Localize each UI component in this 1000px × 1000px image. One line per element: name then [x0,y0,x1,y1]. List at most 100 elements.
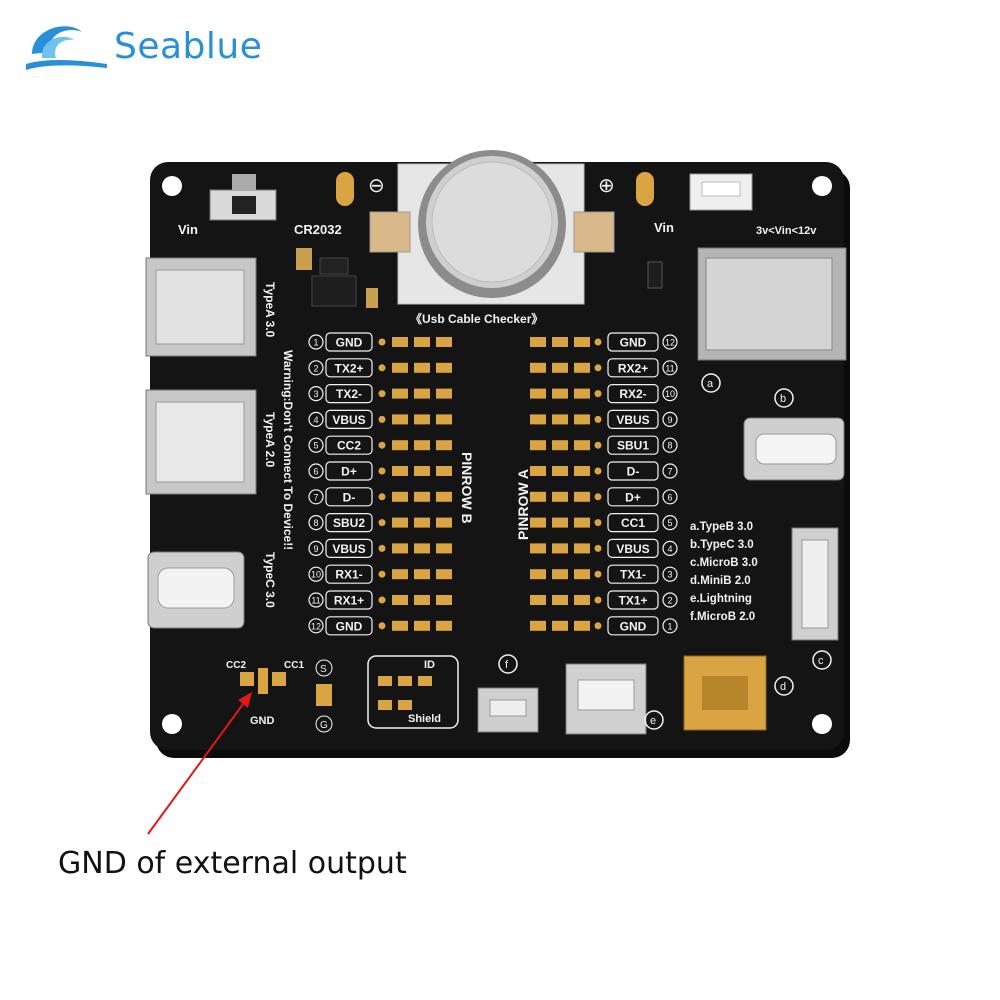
pin-smd-pad [414,337,430,347]
pin-smd-pad [530,466,546,476]
cc1-pad [272,672,286,686]
pin-label-box [607,332,659,352]
pin-smd-pad [552,440,568,451]
pin-smd-pad [392,388,408,399]
pin-smd-pad [436,440,452,451]
s-g-pad [316,684,332,706]
pin-smd-pad [436,569,452,580]
pin-label-box [325,487,373,507]
wave-logo-icon [26,26,107,70]
pin-number-circle [308,411,324,427]
pin-label-box [607,358,659,378]
pin-pad [594,441,602,449]
left-label-typec3: TypeC 3.0 [263,552,277,608]
pin-number-circle [662,411,678,427]
pin-smd-pad [552,491,568,502]
pin-number: 10 [311,570,321,580]
pin-number: 3 [313,389,318,399]
microb2-opening [489,699,527,717]
legend-item: e.Lightning [690,593,752,605]
pin-label: D- [627,465,640,479]
id-label: ID [424,659,435,671]
vin-connector-slot [701,181,741,197]
gnd-pad [258,668,268,694]
pin-label: SBU1 [617,439,649,453]
pin-label-box [607,512,659,533]
pin-pad [378,390,386,398]
battery-plus-pad [636,172,654,206]
pin-number-circle [308,437,324,453]
pin-smd-pad [530,517,546,528]
smd-component [296,248,312,270]
g-label: G [320,720,328,731]
annotation-arrow-head [238,692,252,708]
pin-smd-pad [414,620,430,631]
holder-clip-left [369,211,411,253]
pin-number-circle [662,540,678,557]
pin-number-circle [662,489,678,505]
pin-smd-pad [574,440,590,451]
pin-pad [594,390,602,398]
pin-pad [378,338,386,346]
marker-d-circle [774,676,794,696]
pin-label: TX2+ [334,361,363,375]
marker-f-circle [498,654,518,674]
brand-name: Seablue [114,26,263,67]
pin-number: 2 [313,363,318,373]
brand-logo: Seablue [22,14,262,74]
pin-label: RX1+ [334,594,364,608]
legend-item: a.TypeB 3.0 [690,521,753,533]
pin-label: VBUS [616,413,649,427]
microb3-opening [801,539,829,629]
pin-smd-pad [392,595,408,605]
plus-symbol: ⊕ [598,175,615,197]
pin-label: VBUS [332,413,365,427]
pin-number: 12 [311,621,321,631]
pin-number: 9 [667,415,672,425]
pin-pad [378,544,386,552]
marker-d: d [780,681,786,693]
legend-item: f.MicroB 2.0 [690,611,755,623]
legend-item: b.TypeC 3.0 [690,539,754,551]
pin-smd-pad [436,595,452,605]
marker-a-circle [701,373,721,393]
pin-smd-pad [392,362,408,373]
pin-label-box [325,384,373,404]
pin-number-circle [662,514,678,531]
pin-pad [378,467,386,475]
switch-knob [232,196,256,214]
pin-label: RX1- [335,568,362,582]
pin-pad [378,570,386,578]
pin-number-circle [308,489,324,505]
annotation-arrow-line [147,699,247,835]
left-label-typea3: TypeA 3.0 [263,282,277,338]
pin-label-box [607,409,659,429]
pin-label-box [325,332,373,352]
id-pad [418,676,432,686]
pin-number: 6 [313,467,318,477]
pin-smd-pad [436,517,452,528]
pin-smd-pad [574,337,590,347]
pin-smd-pad [574,620,590,631]
pin-label: D+ [625,490,641,504]
id-pad [378,676,392,686]
marker-c-circle [812,650,832,670]
pin-number: 12 [665,338,675,348]
typec-opening [755,433,837,465]
pin-number: 11 [665,363,674,373]
pin-label: RX2+ [618,361,648,375]
marker-e-circle [644,710,664,730]
pin-smd-pad [552,543,568,554]
pin-smd-pad [530,569,546,580]
pin-pad [378,596,386,604]
holder-clip-right [573,211,615,253]
pin-label: TX2- [336,387,362,401]
pin-number: 7 [667,467,672,477]
pin-label-box [607,384,659,404]
pin-label: CC1 [621,516,645,530]
pin-pad [378,519,386,527]
left-label-warning: Warning:Don't Connect To Device!! [281,350,295,550]
pin-smd-pad [436,362,452,373]
pin-number: 4 [313,415,318,425]
